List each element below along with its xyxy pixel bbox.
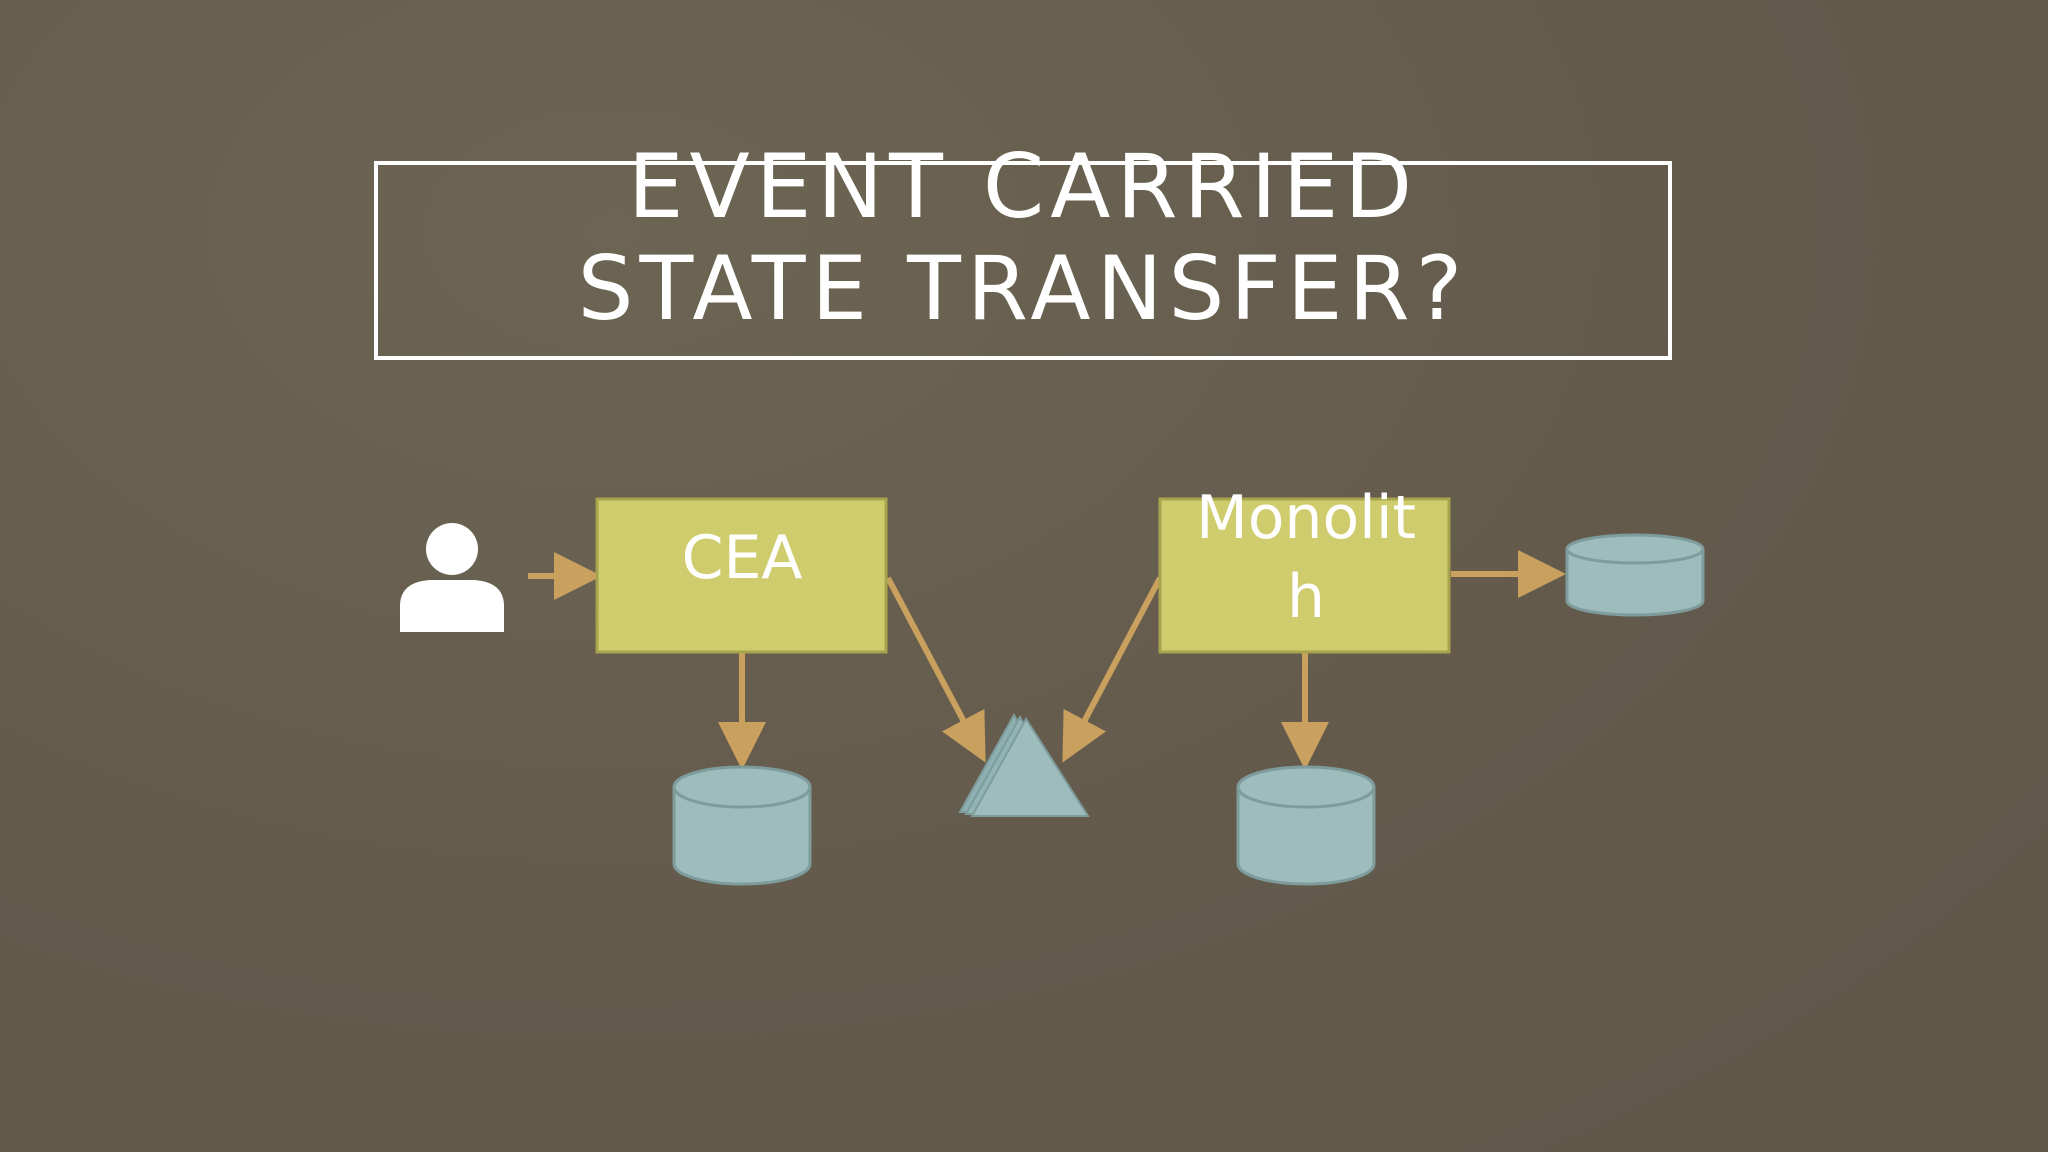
title-line-1: EVENT CARRIED [627, 135, 1419, 238]
monolith-label-line-1: Monolit [1196, 483, 1416, 553]
user-icon [400, 523, 504, 632]
database-icon [1236, 765, 1376, 886]
database-icon [672, 765, 812, 886]
title-line-2: STATE TRANSFER? [577, 237, 1469, 340]
title-frame [374, 161, 1672, 360]
arrow-cea-to-stream [885, 576, 986, 763]
monolith-node: Monolit h [1158, 483, 1451, 654]
arrows [528, 550, 1566, 770]
database-icon [1565, 533, 1705, 617]
arrow-monolith-to-stream [1062, 576, 1163, 763]
cea-node: CEA [595, 497, 888, 654]
monolith-label-line-2: h [1287, 562, 1325, 632]
event-stack-icon [958, 712, 1090, 817]
slide-title: EVENT CARRIED STATE TRANSFER? [374, 136, 1672, 340]
cea-label: CEA [682, 523, 803, 593]
